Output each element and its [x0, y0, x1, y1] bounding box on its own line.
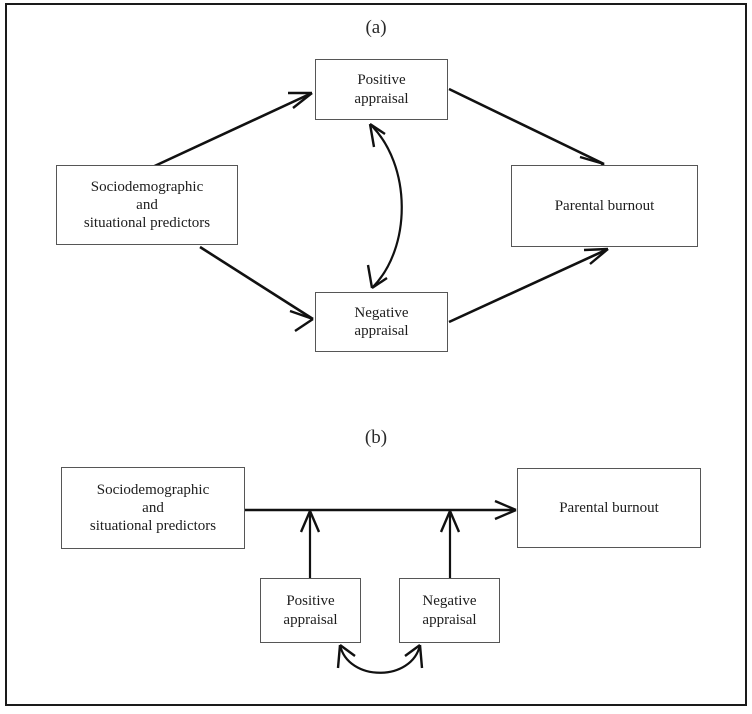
panel-b-label: (b) [364, 427, 388, 448]
node-a-predictors-text: Sociodemographic and situational predict… [83, 178, 211, 232]
edge-a-predictors-to-negative [199, 245, 314, 332]
node-b-negative-appraisal-text: Negative appraisal [422, 593, 477, 628]
edge-b-positive-negative-correlation [336, 644, 424, 674]
edge-a-predictors-to-positive [145, 91, 313, 172]
node-a-parental-burnout-text: Parental burnout [554, 197, 655, 214]
node-b-positive-appraisal-text: Positive appraisal [283, 593, 338, 628]
edge-b-negative-moderator [439, 510, 461, 578]
panel-a-label: (a) [365, 17, 387, 38]
node-b-parental-burnout: Parental burnout [517, 468, 701, 548]
node-b-positive-appraisal: Positive appraisal [260, 578, 361, 643]
edge-a-positive-to-burnout [448, 87, 605, 177]
node-a-negative-appraisal: Negative appraisal [315, 292, 448, 352]
node-b-negative-appraisal: Negative appraisal [399, 578, 500, 643]
node-a-predictors: Sociodemographic and situational predict… [56, 165, 238, 245]
edge-a-negative-to-burnout [448, 247, 609, 324]
node-b-predictors-text: Sociodemographic and situational predict… [89, 481, 217, 535]
node-a-positive-appraisal: Positive appraisal [315, 59, 448, 120]
node-a-negative-appraisal-text: Negative appraisal [354, 304, 409, 339]
node-a-positive-appraisal-text: Positive appraisal [354, 72, 409, 107]
edge-b-predictors-to-burnout [245, 499, 517, 521]
edge-a-positive-negative-correlation [366, 123, 403, 289]
node-b-predictors: Sociodemographic and situational predict… [61, 467, 245, 549]
node-a-parental-burnout: Parental burnout [511, 165, 698, 247]
figure-frame-border [5, 3, 747, 706]
node-b-parental-burnout-text: Parental burnout [559, 499, 659, 516]
edge-b-positive-moderator [299, 510, 321, 578]
